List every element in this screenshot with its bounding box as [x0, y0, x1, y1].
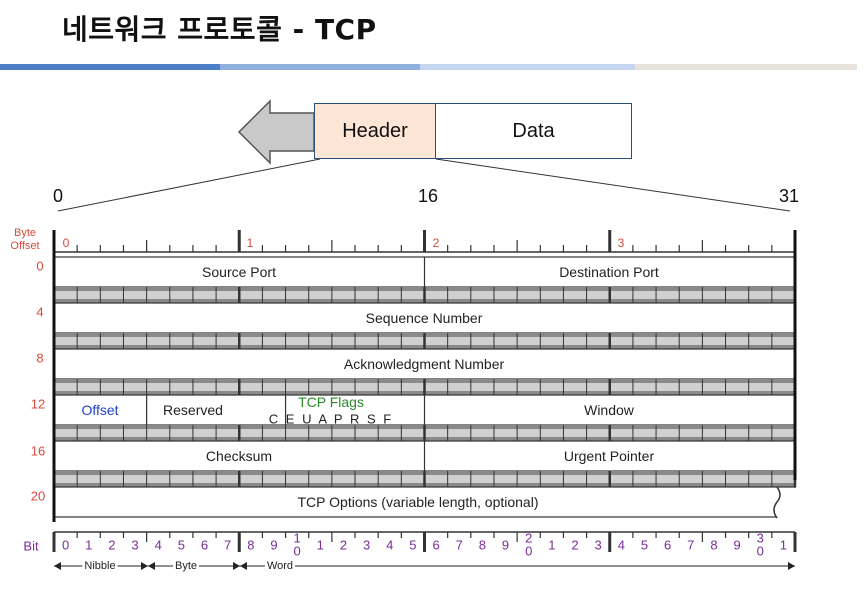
- title-rule-segment-2: [220, 64, 420, 70]
- options-torn-mask: [777, 488, 797, 518]
- bit-number: 7: [224, 537, 232, 553]
- bit-number: 7: [455, 537, 463, 553]
- byte-offset-label-1: Byte: [13, 227, 37, 239]
- segment-header-box: Header: [314, 103, 436, 159]
- bit-number: 1: [779, 537, 788, 553]
- field-acknowledgment-number: Acknowledgment Number: [343, 356, 505, 372]
- byte-arrow-head-right: [233, 562, 240, 570]
- top-byte-marker-0: 0: [62, 236, 70, 250]
- bit-number: 6: [432, 537, 440, 553]
- bit-number: 9: [733, 537, 741, 553]
- bit-number: 1: [293, 530, 301, 546]
- scale-label-0: 0: [53, 186, 64, 206]
- bit-number: 2: [108, 537, 116, 553]
- segment-data-box: Data: [435, 103, 632, 159]
- title-rule-segment-4: [635, 64, 857, 70]
- bit-number: 6: [664, 537, 672, 553]
- scale-label-31: 31: [779, 186, 800, 206]
- field-sequence-number: Sequence Number: [365, 310, 483, 326]
- row-offset-20: 20: [30, 488, 46, 504]
- bit-number: 1: [548, 537, 556, 553]
- bit-number: 4: [154, 537, 162, 553]
- bit-number: 2: [339, 537, 348, 553]
- row-offset-8: 8: [36, 350, 44, 366]
- bit-label: Bit: [23, 538, 39, 554]
- bit-number: 0: [756, 543, 764, 559]
- top-byte-marker-2: 2: [432, 236, 440, 250]
- bit-number: 5: [640, 537, 649, 553]
- page-title: 네트워크 프로토콜 - TCP: [62, 13, 377, 46]
- legend-word: Word: [264, 560, 296, 572]
- field-offset: Offset: [81, 402, 119, 418]
- bit-number: 8: [478, 537, 487, 553]
- field-tcp-options: TCP Options (variable length, optional): [297, 494, 539, 510]
- field-window: Window: [584, 402, 634, 418]
- bit-number: 7: [687, 537, 695, 553]
- row-offset-16: 16: [30, 443, 46, 459]
- row-offset-0: 0: [36, 258, 44, 274]
- top-byte-marker-1: 1: [246, 236, 254, 250]
- row-offset-12: 12: [30, 396, 46, 412]
- field-source-port: Source Port: [202, 264, 276, 280]
- bit-number: 0: [525, 543, 533, 559]
- bit-number: 3: [594, 537, 602, 553]
- bit-number: 9: [501, 537, 510, 553]
- top-byte-marker-3: 3: [617, 236, 625, 250]
- flags-letters: C E U A P R S F: [268, 411, 394, 427]
- bit-number: 8: [710, 537, 718, 553]
- field-urgent-pointer: Urgent Pointer: [563, 448, 655, 464]
- legend-byte: Byte: [172, 560, 200, 572]
- field-destination-port: Destination Port: [559, 264, 659, 280]
- left-arrow-icon: [237, 99, 315, 165]
- legend-nibble: Nibble: [82, 560, 118, 572]
- bit-number: 6: [200, 537, 209, 553]
- word-arrow-head-right: [788, 562, 795, 570]
- nibble-arrow-head-right: [141, 562, 148, 570]
- bit-number: 0: [293, 543, 301, 559]
- header-grid: [52, 230, 797, 570]
- field-reserved: Reserved: [163, 402, 223, 418]
- header-row-5: [53, 486, 796, 518]
- bit-number: 1: [316, 537, 324, 553]
- bit-number: 3: [362, 537, 371, 553]
- scale-label-16: 16: [418, 186, 439, 206]
- bit-number: 5: [409, 537, 417, 553]
- zoom-line-left: [57, 158, 321, 212]
- zoom-line-right: [435, 158, 791, 212]
- bit-number: 9: [270, 537, 278, 553]
- word-arrow-head-left: [240, 562, 247, 570]
- title-rule-segment-3: [420, 64, 635, 70]
- bit-number: 4: [386, 537, 394, 553]
- options-torn-edge: [773, 486, 781, 519]
- header-row-2: [53, 348, 796, 380]
- bit-number: 5: [177, 537, 185, 553]
- bit-number: 2: [525, 530, 533, 546]
- bit-number: 8: [247, 537, 255, 553]
- field-checksum: Checksum: [205, 448, 273, 464]
- field-tcp-flags: TCP Flags: [298, 394, 364, 410]
- header-row-1: [53, 302, 796, 334]
- byte-arrow-head-left: [148, 562, 155, 570]
- row-offset-4: 4: [36, 304, 44, 320]
- title-rule-segment-1: [0, 64, 220, 70]
- byte-offset-label-2: Offset: [10, 240, 40, 252]
- bit-number: 3: [131, 537, 139, 553]
- bit-number: 2: [571, 537, 579, 553]
- nibble-arrow-head-left: [54, 562, 61, 570]
- bit-number: 1: [85, 537, 93, 553]
- bit-number: 3: [756, 530, 764, 546]
- bit-number: 4: [617, 537, 625, 553]
- bit-number: 0: [61, 537, 70, 553]
